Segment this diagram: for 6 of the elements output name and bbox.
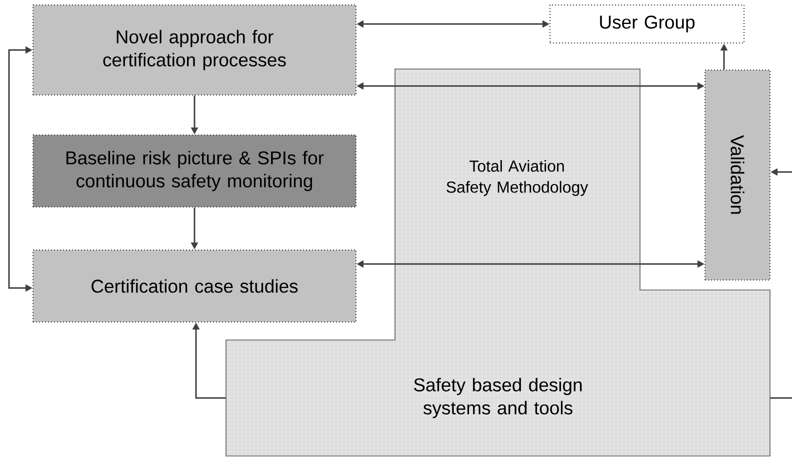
validation-box: Validation <box>704 70 770 280</box>
region-label: Total Aviation Safety Methodology <box>446 160 588 196</box>
group-box: User Group <box>550 4 744 44</box>
process-box: Baseline risk picture & SPIs for continuous safety monitoring <box>32 134 356 208</box>
process-box: Certification case studies <box>32 250 356 322</box>
process-box: Novel approach for certification processes <box>32 4 356 96</box>
